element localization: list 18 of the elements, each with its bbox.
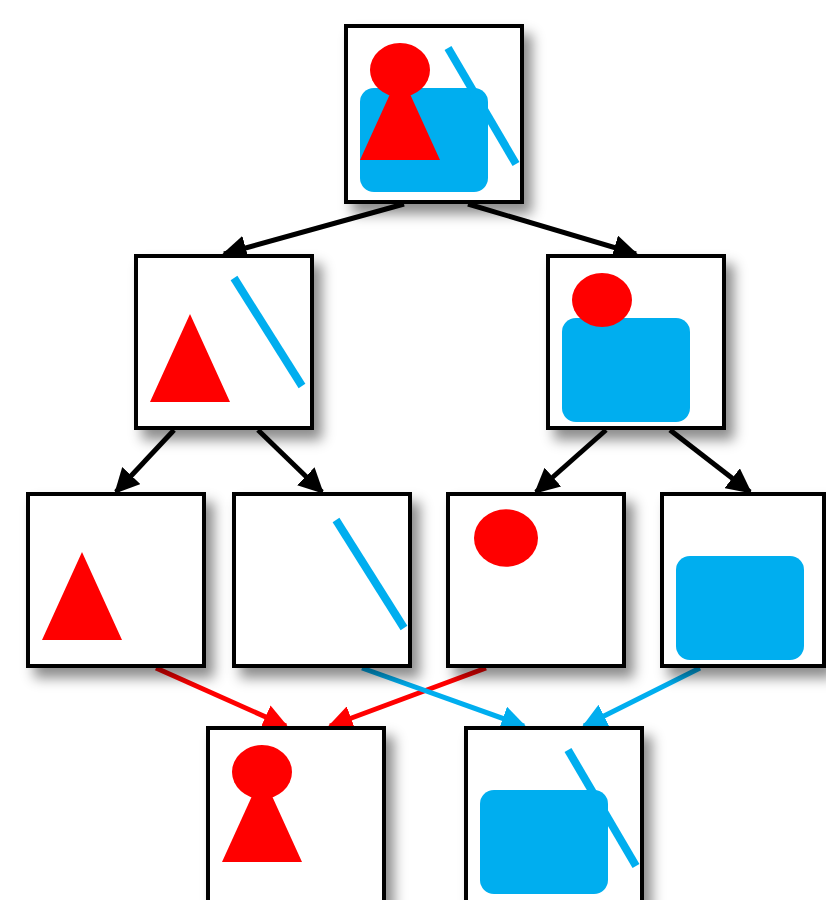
arrow [327,665,487,730]
picture-box [134,254,314,430]
picture-box [344,24,524,204]
arrow [361,665,527,731]
arrow [581,665,702,729]
arrow [534,428,608,494]
arrow [256,428,324,494]
picture-box [206,726,386,900]
picture-box [464,726,644,900]
picture-box [546,254,726,430]
arrow [668,428,752,494]
arrow [221,201,405,260]
arrow [467,201,639,260]
picture-box [660,492,826,668]
picture-box [446,492,626,668]
arrow [155,665,289,729]
arrow [114,428,176,494]
picture-box [26,492,206,668]
